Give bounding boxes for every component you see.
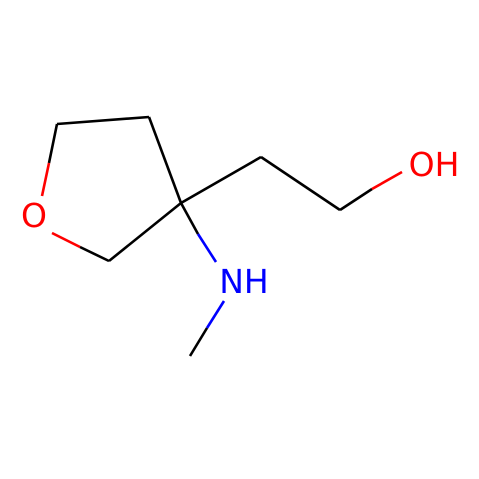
ring-oxygen-label: O xyxy=(21,196,47,235)
bond-ring-bottom-carbon-half xyxy=(79,245,110,263)
bond-oh-carbon-half xyxy=(339,187,373,212)
bond-ring-right-lower xyxy=(108,201,182,263)
bond-ethyl-2 xyxy=(260,155,341,212)
bond-amine-nitrogen-half xyxy=(196,233,218,263)
bond-ring-left-carbon-half xyxy=(47,123,59,164)
bond-methyl-carbon-half xyxy=(188,327,209,357)
bond-amine-carbon-half xyxy=(179,202,200,235)
bond-ring-top xyxy=(56,115,150,126)
bond-ring-left-oxygen-half xyxy=(40,162,51,197)
bond-ring-bottom-oxygen-half xyxy=(51,231,81,249)
bond-ethyl-1 xyxy=(180,155,262,205)
hydroxyl-label: OH xyxy=(409,145,460,184)
bond-methyl-nitrogen-half xyxy=(205,300,226,329)
bond-ring-right-upper xyxy=(147,116,183,204)
amine-label: NH xyxy=(219,262,269,301)
bond-oh-oxygen-half xyxy=(371,170,403,191)
